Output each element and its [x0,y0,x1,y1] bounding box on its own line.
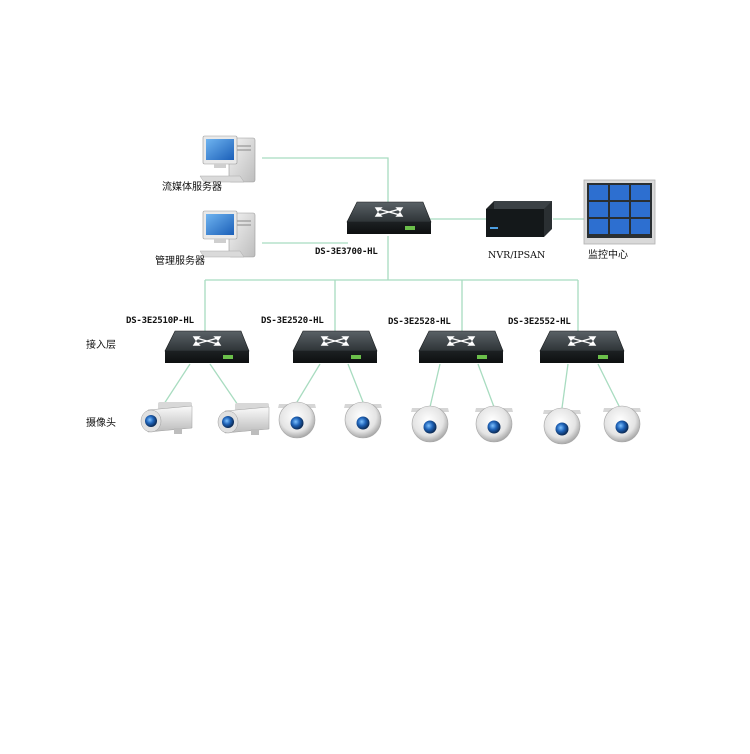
camera-layer-label: 摄像头 [86,418,116,430]
link-streaming-server [262,158,388,205]
link-sw4-cam7 [562,364,568,408]
dome-camera-4-icon [344,402,382,438]
access-switch-4-icon [540,331,624,363]
link-sw1-cam1 [162,364,190,407]
dome-camera-8-icon [603,406,641,442]
dome-camera-5-icon [411,406,449,442]
access-switch-2-label: DS-3E2520-HL [261,315,324,327]
dome-camera-3-icon [278,402,316,438]
bullet-camera-1-icon [141,402,192,434]
nvr-recorder-icon [486,201,552,237]
access-layer-label: 接入层 [86,340,116,352]
dome-camera-7-icon [543,408,581,444]
link-sw1-cam2 [210,364,240,408]
monitor-wall-icon [584,180,655,244]
access-switch-3-icon [419,331,503,363]
access-switch-1-icon [165,331,249,363]
connection-lines [162,158,620,408]
link-sw3-cam6 [478,364,494,407]
access-switch-2-icon [293,331,377,363]
link-sw4-cam8 [598,364,620,408]
core-switch-label: DS-3E3700-HL [315,246,378,258]
bullet-camera-2-icon [218,403,269,435]
streaming-server-label: 流媒体服务器 [162,182,222,194]
link-sw2-cam3 [297,364,320,402]
streaming-server-pc-icon [200,136,255,182]
nvr-label: NVR/IPSAN [488,250,545,262]
management-server-pc-icon [200,211,255,257]
access-switch-4-label: DS-3E2552-HL [508,316,571,328]
access-switch-1-label: DS-3E2510P-HL [126,315,194,327]
access-switch-3-label: DS-3E2528-HL [388,316,451,328]
link-sw2-cam4 [348,364,363,402]
core-switch-icon [347,202,431,234]
management-server-label: 管理服务器 [155,256,205,268]
link-sw3-cam5 [430,364,440,407]
dome-camera-6-icon [475,406,513,442]
monitor-center-label: 监控中心 [588,250,628,262]
